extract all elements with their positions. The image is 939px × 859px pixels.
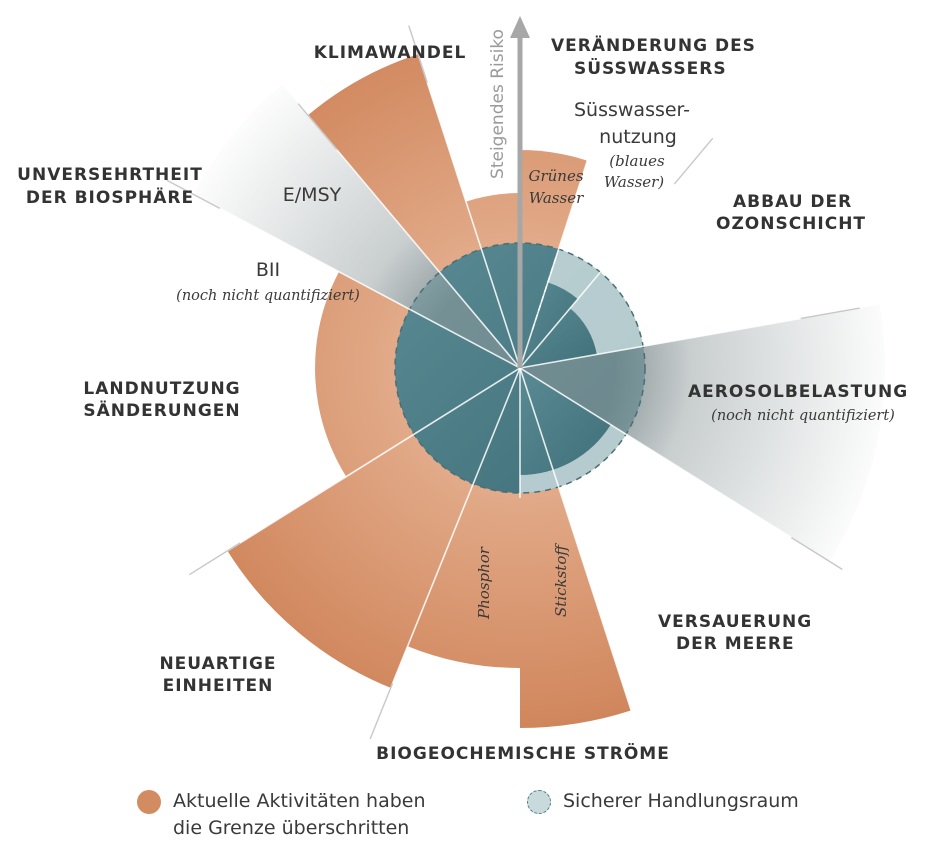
spoke-3 <box>369 367 521 740</box>
label-biogeochem: BIOGEOCHEMISCHE STRÖME <box>376 742 670 764</box>
legend-exceeded: Aktuelle Aktivitäten haben die Grenze üb… <box>137 788 426 842</box>
label-bii-note: (noch nicht quantifiziert) <box>176 288 360 304</box>
label-green-water-2: Wasser <box>529 189 584 207</box>
wedges-layer <box>193 54 886 728</box>
legend-exceeded-line1: Aktuelle Aktivitäten haben <box>173 790 426 812</box>
risk-axis: Steigendes Risiko <box>488 16 530 368</box>
spoke-outer-4 <box>188 542 241 576</box>
label-aerosol: AEROSOLBELASTUNG <box>688 382 908 402</box>
label-freshwater-2: SÜSSWASSERS <box>574 57 727 79</box>
label-biosphere-2: DER BIOSPHÄRE <box>26 186 194 208</box>
risk-axis-label: Steigendes Risiko <box>488 29 508 179</box>
within-boundary-2 <box>520 368 611 475</box>
spoke-outer-6 <box>297 103 338 151</box>
label-green-water-1: Grünes <box>528 167 583 185</box>
label-phosphor: Phosphor <box>475 546 493 620</box>
label-ozone-2: OZONSCHICHT <box>716 214 866 234</box>
label-landuse-1: LANDNUTZUNG <box>83 379 240 399</box>
spoke-outer-3 <box>369 682 394 740</box>
legend-safe-swatch <box>527 790 551 814</box>
within-boundary-0 <box>520 282 578 368</box>
label-novel-2: EINHEITEN <box>163 676 274 696</box>
risk-axis-arrow-icon <box>510 16 530 38</box>
label-climate: KLIMAWANDEL <box>314 43 467 63</box>
label-landuse-2: SÄNDERUNGEN <box>83 399 240 421</box>
labels-layer: KLIMAWANDEL VERÄNDERUNG DES SÜSSWASSERS … <box>17 34 908 764</box>
label-blue-water-note-2: Wasser) <box>604 173 664 191</box>
label-biosphere-1: UNVERSEHRTHEIT <box>17 165 203 185</box>
legend-exceeded-swatch <box>137 790 161 814</box>
legend-safe-label: Sicherer Handlungsraum <box>563 790 799 812</box>
spoke-outer-2 <box>791 537 843 570</box>
label-bii: BII <box>256 259 280 281</box>
spoke-2 <box>519 367 843 571</box>
label-blue-water-note-1: (blaues <box>609 152 665 170</box>
label-blue-water-2: nutzung <box>599 126 677 148</box>
label-ozone-1: ABBAU DER <box>733 192 852 212</box>
label-freshwater-1: VERÄNDERUNG DES <box>551 34 756 56</box>
legend-exceeded-line2: die Grenze überschritten <box>173 817 410 839</box>
spoke-dashed <box>531 255 558 331</box>
label-novel-1: NEUARTIGE <box>159 654 276 674</box>
spoke-outer-5 <box>166 179 221 210</box>
spoke-10 <box>519 367 632 711</box>
spoke-outer-7 <box>408 25 428 83</box>
spoke-5 <box>166 179 521 369</box>
label-nitrogen: Stickstoff <box>552 543 570 617</box>
label-ocean-1: VERSAUERUNG <box>658 612 812 632</box>
spoke-4 <box>188 367 521 576</box>
aerosol-inner <box>520 346 645 435</box>
spokes-layer <box>166 25 860 740</box>
bii-inner <box>409 272 520 368</box>
planetary-boundaries-diagram: KLIMAWANDEL VERÄNDERUNG DES SÜSSWASSERS … <box>17 16 908 764</box>
label-ocean-2: DER MEERE <box>676 634 795 654</box>
spoke-outer-1 <box>800 307 860 320</box>
label-aerosol-note: (noch nicht quantifiziert) <box>711 408 895 424</box>
spoke-outer-0 <box>673 137 714 185</box>
legend-safe: Sicherer Handlungsraum <box>527 788 799 815</box>
label-blue-water-1: Süsswasser- <box>574 99 690 121</box>
within-boundary-1 <box>520 308 597 368</box>
label-emsy: E/MSY <box>283 184 342 206</box>
